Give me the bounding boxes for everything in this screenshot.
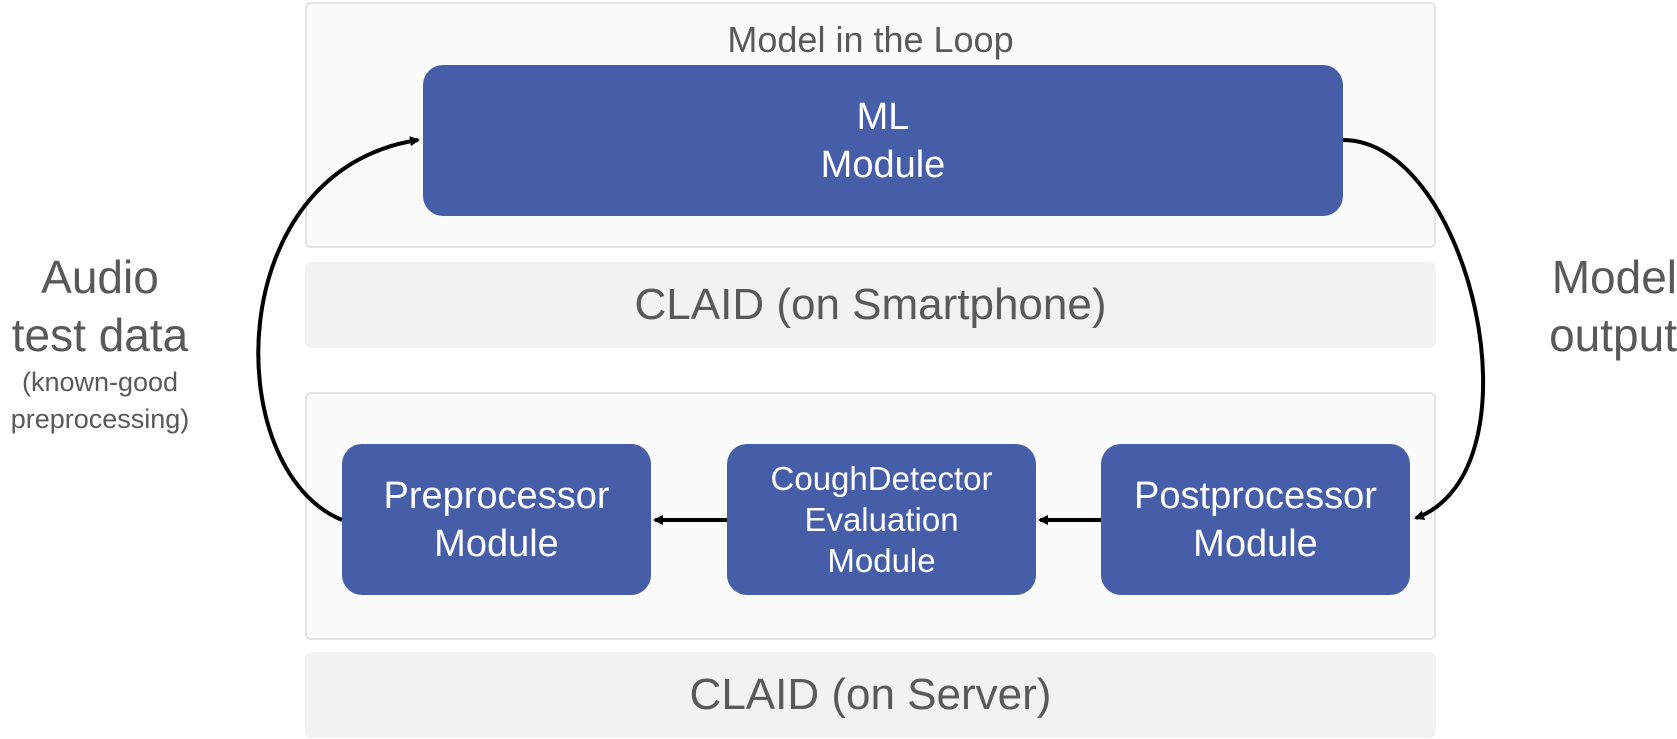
preprocessor-module: Preprocessor Module — [342, 444, 651, 595]
ml-module: ML Module — [423, 65, 1343, 216]
evaluation-module-line-2: Evaluation — [804, 501, 959, 538]
model-output-line-1: Model — [1551, 251, 1677, 303]
postprocessor-module-line-2: Module — [1193, 522, 1318, 565]
audio-label-sub-2: preprocessing) — [10, 404, 190, 434]
model-output-line-2: output — [1549, 309, 1677, 361]
evaluation-module-line-1: CoughDetector — [770, 460, 993, 497]
audio-label-line-1: Audio — [41, 251, 159, 303]
platform-smartphone: CLAID (on Smartphone) — [305, 262, 1436, 348]
preprocessor-module-line-2: Module — [434, 522, 559, 565]
audio-label-sub-1: (known-good — [21, 367, 179, 397]
audio-test-data-label: Audio test data (known-good preprocessin… — [0, 248, 200, 438]
cough-detector-evaluation-module: CoughDetector Evaluation Module — [727, 444, 1036, 595]
postprocessor-module-line-1: Postprocessor — [1134, 474, 1377, 517]
platform-server: CLAID (on Server) — [305, 652, 1436, 738]
ml-module-line-2: Module — [820, 143, 946, 186]
preprocessor-module-line-1: Preprocessor — [383, 474, 610, 517]
panel-title: Model in the Loop — [727, 19, 1014, 60]
arrow-preprocessor-to-ml — [256, 136, 420, 522]
evaluation-module-line-3: Module — [827, 542, 936, 579]
arrow-ml-to-postprocessor — [1342, 138, 1486, 520]
model-output-label: Model output — [1510, 248, 1677, 364]
ml-module-line-1: ML — [856, 95, 910, 138]
postprocessor-module: Postprocessor Module — [1101, 444, 1410, 595]
audio-label-line-2: test data — [11, 309, 189, 361]
